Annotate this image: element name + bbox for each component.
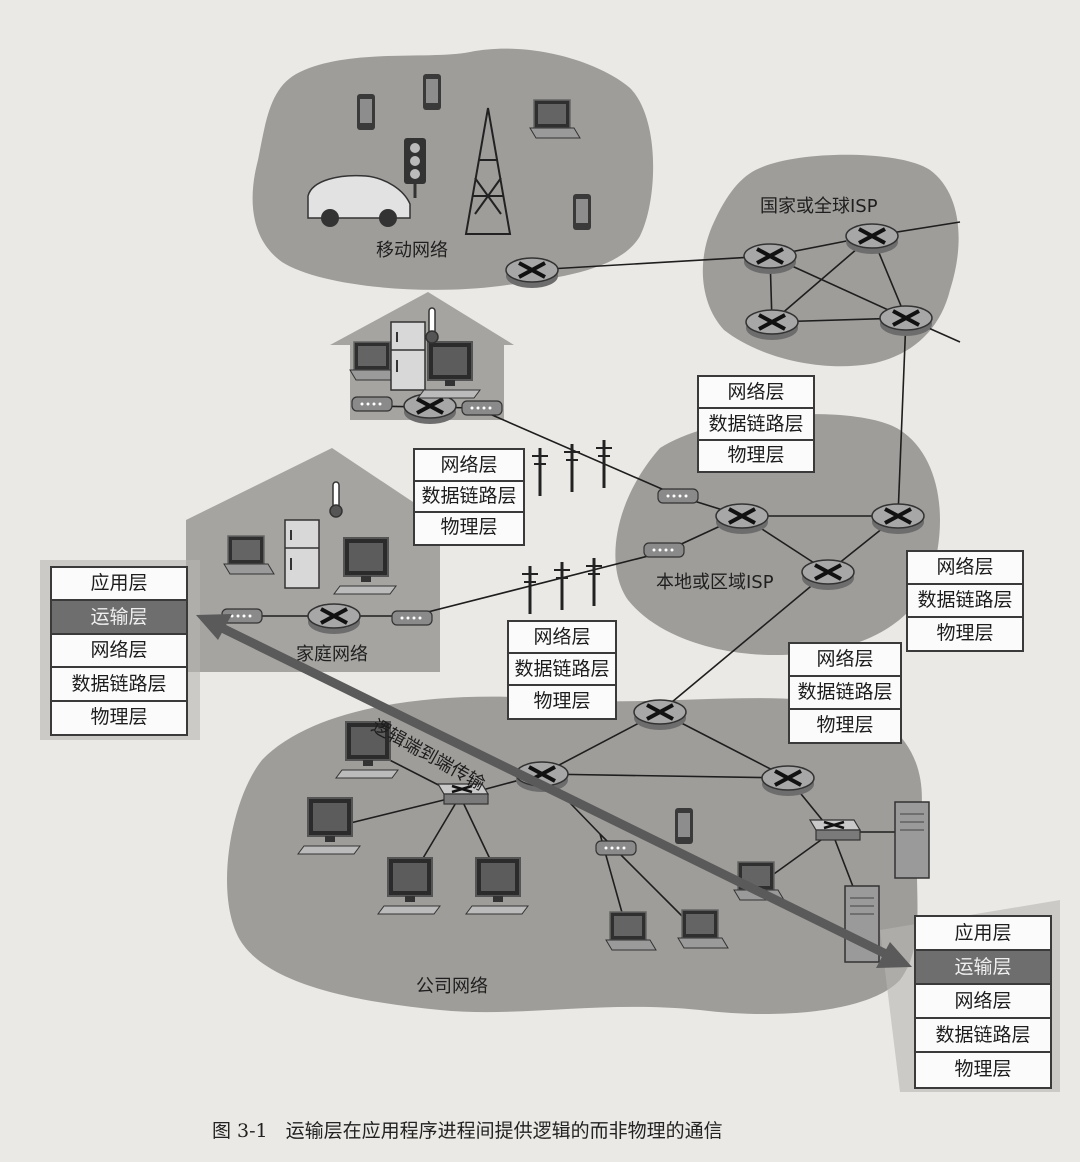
network-layer: 网络层 bbox=[908, 552, 1022, 585]
data-link-layer: 数据链路层 bbox=[916, 1019, 1050, 1053]
network-layer: 网络层 bbox=[52, 635, 186, 668]
cell-tower-icon bbox=[464, 107, 512, 235]
traffic-light-icon bbox=[404, 138, 426, 198]
application-layer: 应用层 bbox=[916, 917, 1050, 951]
utility-pole-icon bbox=[562, 442, 582, 494]
tablet-icon bbox=[675, 808, 693, 844]
utility-pole-icon bbox=[530, 446, 550, 498]
desktop-computer-icon bbox=[417, 341, 481, 399]
enterprise-network-label: 公司网络 bbox=[416, 976, 488, 997]
data-link-layer: 数据链路层 bbox=[699, 409, 813, 441]
modem-icon bbox=[595, 840, 637, 856]
desktop-computer-icon bbox=[465, 857, 529, 915]
router-icon bbox=[760, 764, 816, 798]
refrigerator-icon bbox=[284, 519, 320, 589]
router-icon bbox=[870, 502, 926, 536]
figure-number: 图 3-1 bbox=[212, 1120, 268, 1142]
network-layer: 网络层 bbox=[415, 450, 523, 482]
modem-icon bbox=[643, 542, 685, 558]
network-layer: 网络层 bbox=[509, 622, 615, 654]
figure-caption: 图 3-1 运输层在应用程序进程间提供逻辑的而非物理的通信 bbox=[212, 1116, 741, 1143]
router-icon bbox=[632, 698, 688, 732]
network-layer: 网络层 bbox=[790, 644, 900, 677]
global-isp-cloud bbox=[702, 154, 959, 367]
desktop-computer-icon bbox=[333, 537, 397, 595]
router-icon bbox=[744, 308, 800, 342]
utility-pole-icon bbox=[584, 556, 604, 608]
router-icon bbox=[878, 304, 934, 338]
physical-layer: 物理层 bbox=[533, 690, 591, 712]
transport-layer: 运输层 bbox=[52, 601, 186, 635]
router-icon bbox=[800, 558, 856, 592]
regional-isp-cloud bbox=[615, 414, 940, 656]
data-link-layer: 数据链路层 bbox=[908, 585, 1022, 618]
physical-layer: 物理层 bbox=[90, 706, 148, 728]
router-icon bbox=[714, 502, 770, 536]
protocol-stack-left-host: 应用层 运输层 网络层 数据链路层 物理层 bbox=[50, 566, 188, 736]
modem-icon bbox=[391, 610, 433, 626]
home-network-label: 家庭网络 bbox=[296, 644, 368, 665]
router-icon bbox=[844, 222, 900, 256]
transport-layer: 运输层 bbox=[916, 951, 1050, 985]
protocol-stack-router-4: 网络层 数据链路层 物理层 bbox=[507, 620, 617, 720]
utility-pole-icon bbox=[552, 560, 572, 612]
physical-layer: 物理层 bbox=[727, 444, 785, 466]
global-isp-label: 国家或全球ISP bbox=[760, 196, 878, 217]
car-icon bbox=[307, 174, 411, 227]
refrigerator-icon bbox=[390, 321, 426, 391]
mobile-network-cloud bbox=[252, 48, 654, 290]
switch-icon bbox=[808, 818, 862, 842]
protocol-stack-router-2: 网络层 数据链路层 物理层 bbox=[413, 448, 525, 546]
data-link-layer: 数据链路层 bbox=[52, 668, 186, 702]
physical-layer: 物理层 bbox=[816, 714, 874, 736]
protocol-stack-router-3: 网络层 数据链路层 物理层 bbox=[906, 550, 1024, 652]
modem-icon bbox=[461, 400, 503, 416]
network-layer: 网络层 bbox=[916, 985, 1050, 1019]
protocol-stack-router-1: 网络层 数据链路层 物理层 bbox=[697, 375, 815, 473]
data-link-layer: 数据链路层 bbox=[415, 482, 523, 513]
physical-layer: 物理层 bbox=[954, 1058, 1012, 1080]
application-layer: 应用层 bbox=[52, 568, 186, 601]
router-icon bbox=[306, 602, 362, 636]
logical-transport-arrow bbox=[196, 614, 912, 968]
router-icon bbox=[742, 242, 798, 276]
data-link-layer: 数据链路层 bbox=[509, 654, 615, 686]
utility-pole-icon bbox=[520, 564, 540, 616]
desktop-computer-icon bbox=[297, 797, 361, 855]
physical-layer: 物理层 bbox=[440, 516, 498, 538]
figure-caption-text: 运输层在应用程序进程间提供逻辑的而非物理的通信 bbox=[285, 1120, 723, 1142]
smartphone-icon bbox=[423, 74, 441, 110]
protocol-stack-right-host: 应用层 运输层 网络层 数据链路层 物理层 bbox=[914, 915, 1052, 1089]
regional-isp-label: 本地或区域ISP bbox=[656, 572, 774, 593]
enterprise-network-cloud bbox=[227, 696, 922, 1015]
smartphone-icon bbox=[573, 194, 591, 230]
utility-pole-icon bbox=[594, 438, 614, 490]
modem-icon bbox=[351, 396, 393, 412]
protocol-stack-router-5: 网络层 数据链路层 物理层 bbox=[788, 642, 902, 744]
mobile-network-label: 移动网络 bbox=[376, 240, 448, 261]
modem-icon bbox=[657, 488, 699, 504]
smartphone-icon bbox=[357, 94, 375, 130]
router-icon bbox=[504, 256, 560, 290]
desktop-computer-icon bbox=[377, 857, 441, 915]
server-icon bbox=[894, 801, 930, 879]
network-layer: 网络层 bbox=[699, 377, 813, 409]
physical-layer: 物理层 bbox=[936, 622, 994, 644]
data-link-layer: 数据链路层 bbox=[790, 677, 900, 710]
